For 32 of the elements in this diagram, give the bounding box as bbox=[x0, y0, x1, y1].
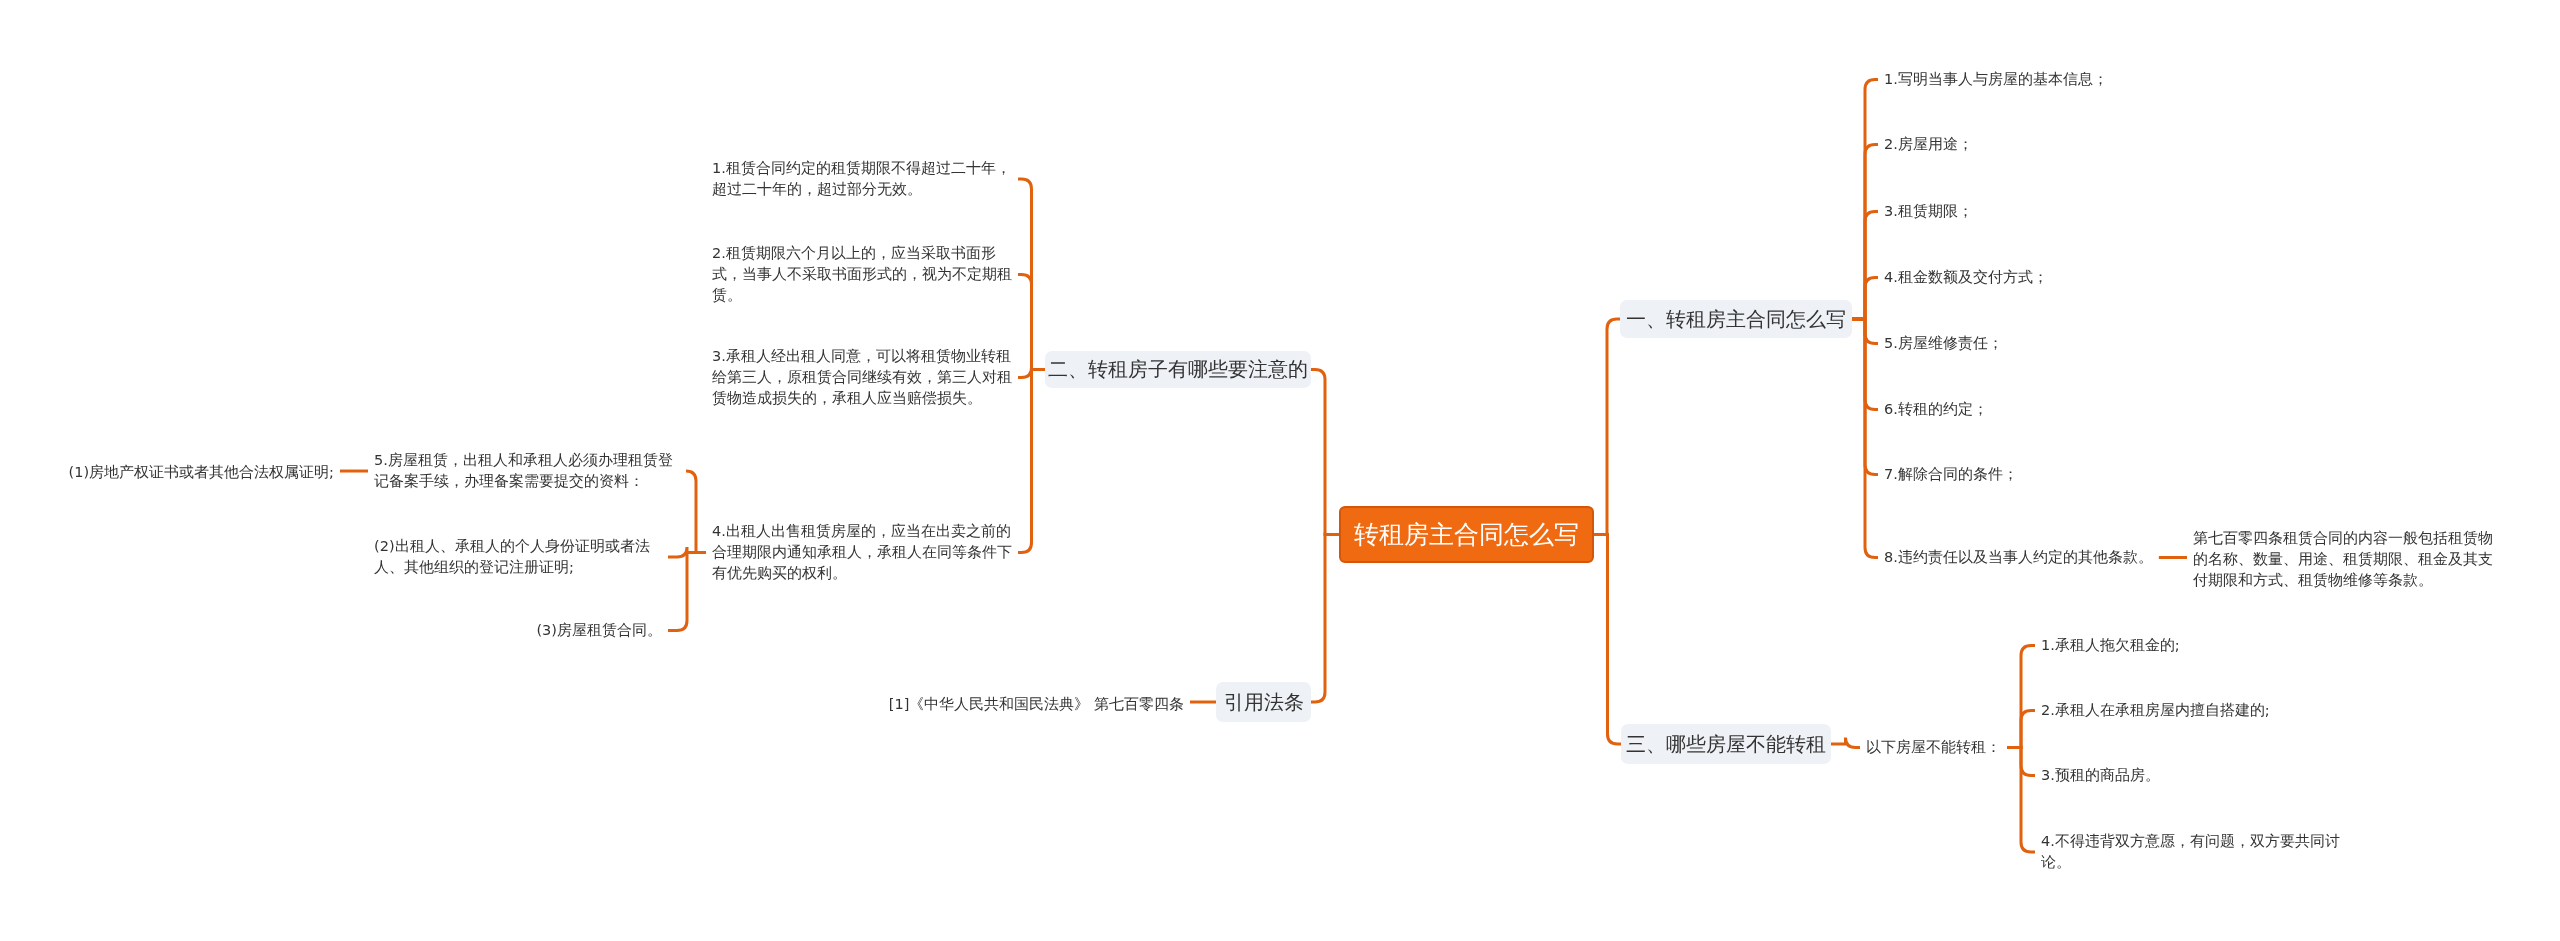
branch-text: 以下房屋不能转租： bbox=[1860, 737, 2007, 758]
branch-text: 8.违约责任以及当事人约定的其他条款。 bbox=[1878, 547, 2159, 568]
branch-text: 3.预租的商品房。 bbox=[2035, 765, 2166, 786]
branch-text: (3)房屋租赁合同。 bbox=[530, 620, 668, 641]
topic-box: 二、转租房子有哪些要注意的 bbox=[1045, 351, 1311, 388]
topic-box: 一、转租房主合同怎么写 bbox=[1620, 300, 1852, 338]
connector-line bbox=[340, 469, 368, 473]
branch-text: 1.写明当事人与房屋的基本信息； bbox=[1878, 69, 2114, 90]
branch-text: 1.承租人拖欠租金的; bbox=[2035, 635, 2186, 656]
branch-text: 5.房屋维修责任； bbox=[1878, 333, 2009, 354]
branch-text: 5.房屋租赁，出租人和承租人必须办理租赁登记备案手续，办理备案需要提交的资料： bbox=[368, 450, 686, 493]
branch-text: 2.房屋用途； bbox=[1878, 134, 1979, 155]
branch-text: (1)房地产权证书或者其他合法权属证明; bbox=[62, 462, 340, 483]
branch-text: 第七百零四条租赁合同的内容一般包括租赁物的名称、数量、用途、租赁期限、租金及其支付期限和方式、租赁物维修等条款。 bbox=[2187, 528, 2503, 592]
branch-text: 4.出租人出售租赁房屋的，应当在出卖之前的合理期限内通知承租人，承租人在同等条件下有优先购买的权利。 bbox=[706, 521, 1018, 585]
branch-text: 7.解除合同的条件； bbox=[1878, 464, 2024, 485]
connector-line bbox=[1190, 700, 1216, 704]
branch-text: 1.租赁合同约定的租赁期限不得超过二十年，超过二十年的，超过部分无效。 bbox=[706, 158, 1018, 201]
branch-text: (2)出租人、承租人的个人身份证明或者法人、其他组织的登记注册证明; bbox=[368, 536, 668, 579]
branch-text: 3.租赁期限； bbox=[1878, 201, 1979, 222]
topic-box: 引用法条 bbox=[1216, 682, 1311, 722]
topic-box: 三、哪些房屋不能转租 bbox=[1621, 724, 1831, 764]
branch-text: 2.承租人在承租房屋内擅自搭建的; bbox=[2035, 700, 2276, 721]
connector-line bbox=[2158, 556, 2187, 559]
branch-text: 3.承租人经出租人同意，可以将租赁物业转租给第三人，原租赁合同继续有效，第三人对租赁物造成损失的，承租人应当赔偿损失。 bbox=[706, 346, 1018, 410]
branch-text: 2.租赁期限六个月以上的，应当采取书面形式，当事人不采取书面形式的，视为不定期租赁。 bbox=[706, 243, 1018, 307]
branch-text: [1]《中华人民共和国民法典》 第七百零四条 bbox=[882, 694, 1190, 715]
branch-text: 6.转租的约定； bbox=[1878, 399, 1994, 420]
connector-line bbox=[1831, 736, 1860, 749]
central-topic-box: 转租房主合同怎么写 bbox=[1339, 506, 1594, 563]
branch-text: 4.租金数额及交付方式； bbox=[1878, 267, 2054, 288]
branch-text: 4.不得违背双方意愿，有问题，双方要共同讨论。 bbox=[2035, 831, 2357, 874]
